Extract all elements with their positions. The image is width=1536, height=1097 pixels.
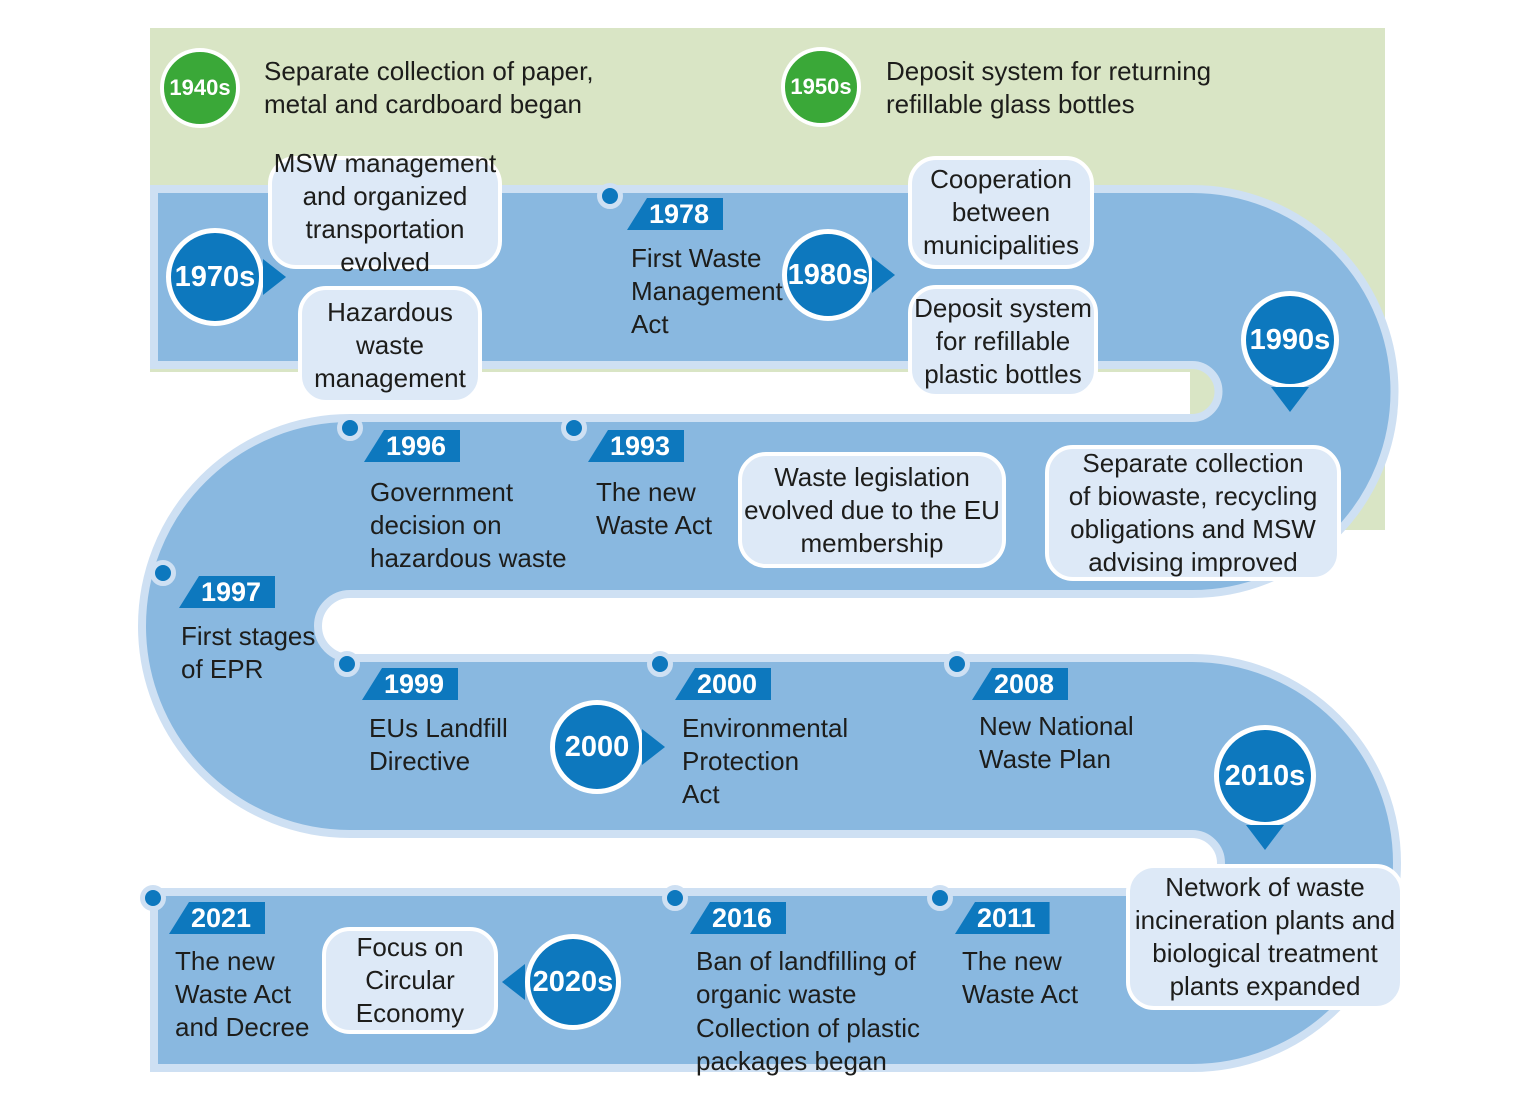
milestone-dot bbox=[150, 560, 176, 586]
decade-circle-1980s: 1980s bbox=[782, 229, 874, 321]
callout-bubble-eu-waste-legislation: Waste legislation evolved due to the EU … bbox=[738, 452, 1006, 568]
decade-circle-1970s: 1970s bbox=[166, 228, 264, 326]
decade-label: 1950s bbox=[790, 74, 852, 99]
milestone-dot bbox=[927, 885, 953, 911]
milestone-dot bbox=[944, 651, 970, 677]
milestone-dot bbox=[337, 415, 363, 441]
decade-label: 1990s bbox=[1249, 323, 1331, 356]
milestone-dot bbox=[647, 651, 673, 677]
milestone-text: Government decision on hazardous waste bbox=[370, 477, 567, 573]
callout-bubble-msw-management: MSW management and organized transportat… bbox=[268, 148, 502, 277]
decade-circle-2020s: 2020s bbox=[525, 934, 621, 1030]
milestone-text: The new Waste Act and Decree bbox=[175, 946, 310, 1042]
callout-bubble-incineration-network: Network of waste incineration plants and… bbox=[1126, 864, 1404, 1010]
decade-label: 1940s bbox=[169, 75, 231, 100]
milestone-dot bbox=[662, 885, 688, 911]
decade-circle-2010s: 2010s bbox=[1214, 725, 1316, 827]
milestone-year-flag: 1996 bbox=[364, 430, 461, 462]
decade-label: 1980s bbox=[787, 258, 869, 291]
milestone-dot bbox=[561, 415, 587, 441]
milestone-dot bbox=[140, 885, 166, 911]
decade-label: 2010s bbox=[1224, 759, 1306, 792]
callout-bubble-biowaste-collection: Separate collection of biowaste, recycli… bbox=[1045, 445, 1341, 581]
milestone-year-flag: 2021 bbox=[169, 902, 266, 934]
milestone-text: The new Waste Act bbox=[596, 477, 713, 540]
milestone-text: Environmental Protection Act bbox=[682, 713, 849, 809]
arrow-left-icon bbox=[502, 964, 525, 1000]
milestone-dot bbox=[597, 183, 623, 209]
callout-bubble-cooperation-municipalities: Cooperation between municipalities bbox=[908, 156, 1094, 269]
arrow-right-icon bbox=[872, 257, 895, 293]
milestone-year-flag: 2016 bbox=[690, 902, 787, 934]
decade-label: 2000 bbox=[564, 730, 630, 763]
arrow-right-icon bbox=[642, 729, 665, 765]
milestone-text: New National Waste Plan bbox=[979, 711, 1134, 774]
milestone-text: The new Waste Act bbox=[962, 946, 1079, 1009]
decade-circle-1990s: 1990s bbox=[1241, 291, 1339, 389]
era-note-1940s: Separate collection of paper, metal and … bbox=[264, 56, 594, 119]
decade-circle-1940s: 1940s bbox=[160, 48, 240, 128]
milestone-year-flag: 1999 bbox=[362, 668, 459, 700]
decade-circle-2000: 2000 bbox=[550, 700, 644, 794]
milestone-dot bbox=[334, 651, 360, 677]
milestone-text: EUs Landfill Directive bbox=[369, 713, 508, 776]
milestone-text: First Waste Management Act bbox=[631, 243, 783, 339]
callout-bubble-circular-economy: Focus on Circular Economy bbox=[322, 927, 498, 1034]
callout-bubble-hazardous-waste: Hazardous waste management bbox=[298, 286, 482, 404]
milestone-year-flag: 1997 bbox=[179, 576, 276, 608]
arrow-down-icon bbox=[1246, 825, 1284, 850]
milestone-text-secondary: Collection of plastic packages began bbox=[696, 1013, 920, 1076]
milestone-text: First stages of EPR bbox=[181, 621, 316, 684]
era-note-1950s: Deposit system for returning refillable … bbox=[886, 56, 1212, 119]
callout-bubble-deposit-plastic-bottles: Deposit system for refillable plastic bo… bbox=[908, 285, 1098, 398]
decade-label: 1970s bbox=[174, 260, 256, 293]
milestone-text: Ban of landfilling of organic waste bbox=[696, 946, 916, 1009]
arrow-down-icon bbox=[1271, 387, 1309, 412]
decade-label: 2020s bbox=[532, 965, 614, 998]
decade-circle-1950s: 1950s bbox=[781, 47, 861, 127]
